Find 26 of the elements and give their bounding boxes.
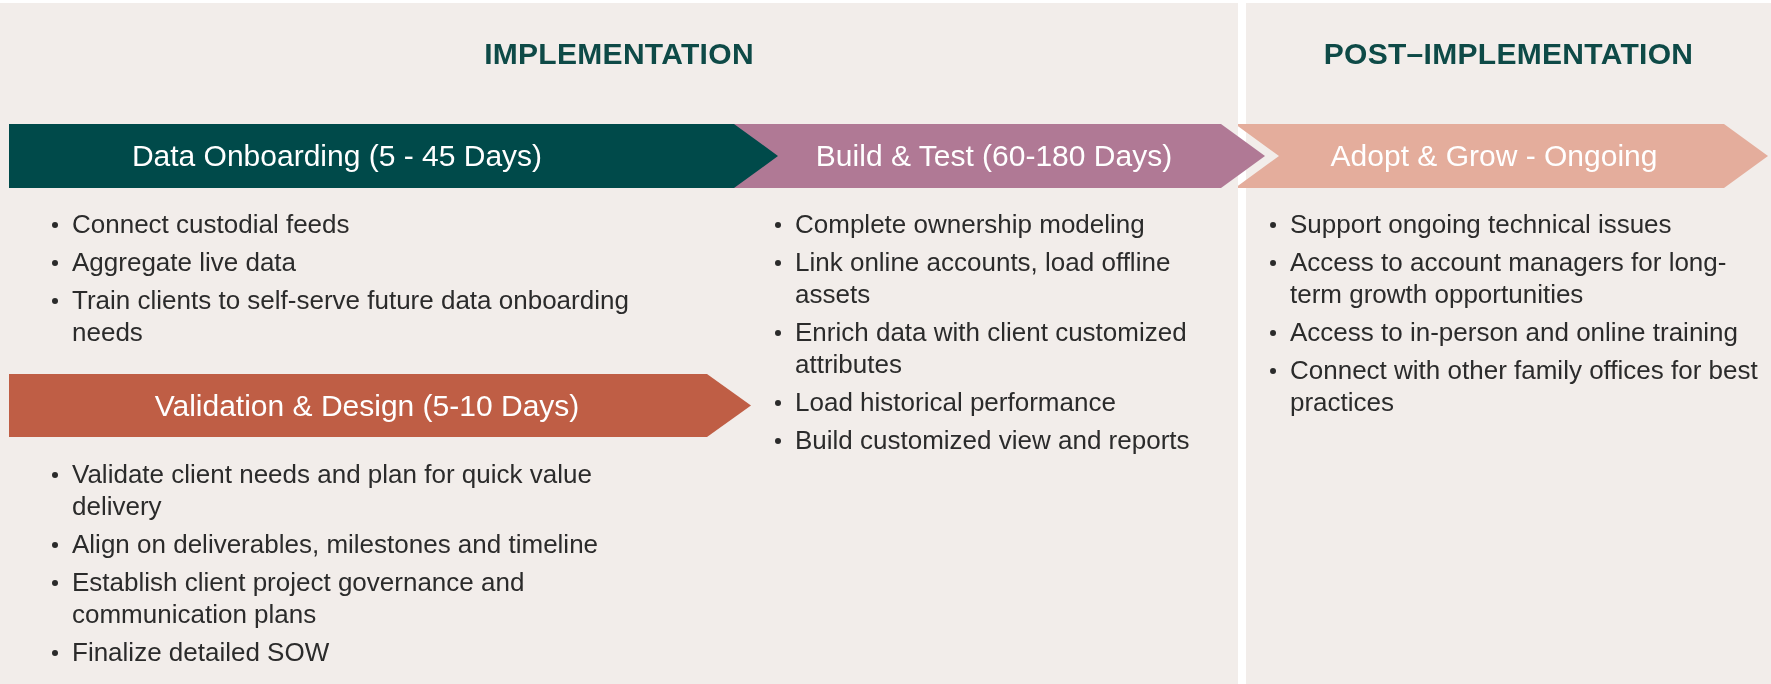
bullet-item: Aggregate live data [44,246,664,278]
bullet-item: Establish client project governance and communication plans [44,566,664,630]
section-heading: POST–IMPLEMENTATION [1322,37,1695,71]
bullet-item: Access to in-person and online training [1262,316,1762,348]
bullet-item: Finalize detailed SOW [44,636,664,668]
phase-banner [734,124,1265,188]
bullet-item: Load historical performance [767,386,1222,418]
bullet-item: Validate client needs and plan for quick value delivery [44,458,664,522]
phase-banner [1235,124,1768,188]
phase-title: Validation & Design (5-10 Days) [153,388,581,423]
bullet-item: Access to account managers for long-term growth opportunities [1262,246,1762,310]
bullet-item: Build customized view and reports [767,424,1222,456]
bullet-item: Complete ownership modeling [767,208,1222,240]
phase-banner [9,124,780,188]
phase-title: Build & Test (60-180 Days) [814,139,1174,173]
bullet-item: Link online accounts, load offline assets [767,246,1222,310]
bullet-item: Support ongoing technical issues [1262,208,1762,240]
phase-title: Data Onboarding (5 - 45 Days) [130,139,544,173]
bullet-item: Train clients to self-serve future data onboarding needs [44,284,664,348]
phase-banner [9,374,751,437]
bullet-item: Align on deliverables, milestones and timeline [44,528,664,560]
section-heading: IMPLEMENTATION [483,37,755,71]
bullet-item: Connect custodial feeds [44,208,664,240]
phase-title: Adopt & Grow - Ongoing [1329,139,1659,173]
bullet-item: Enrich data with client customized attributes [767,316,1222,380]
bullet-item: Connect with other family offices for best practices [1262,354,1762,418]
